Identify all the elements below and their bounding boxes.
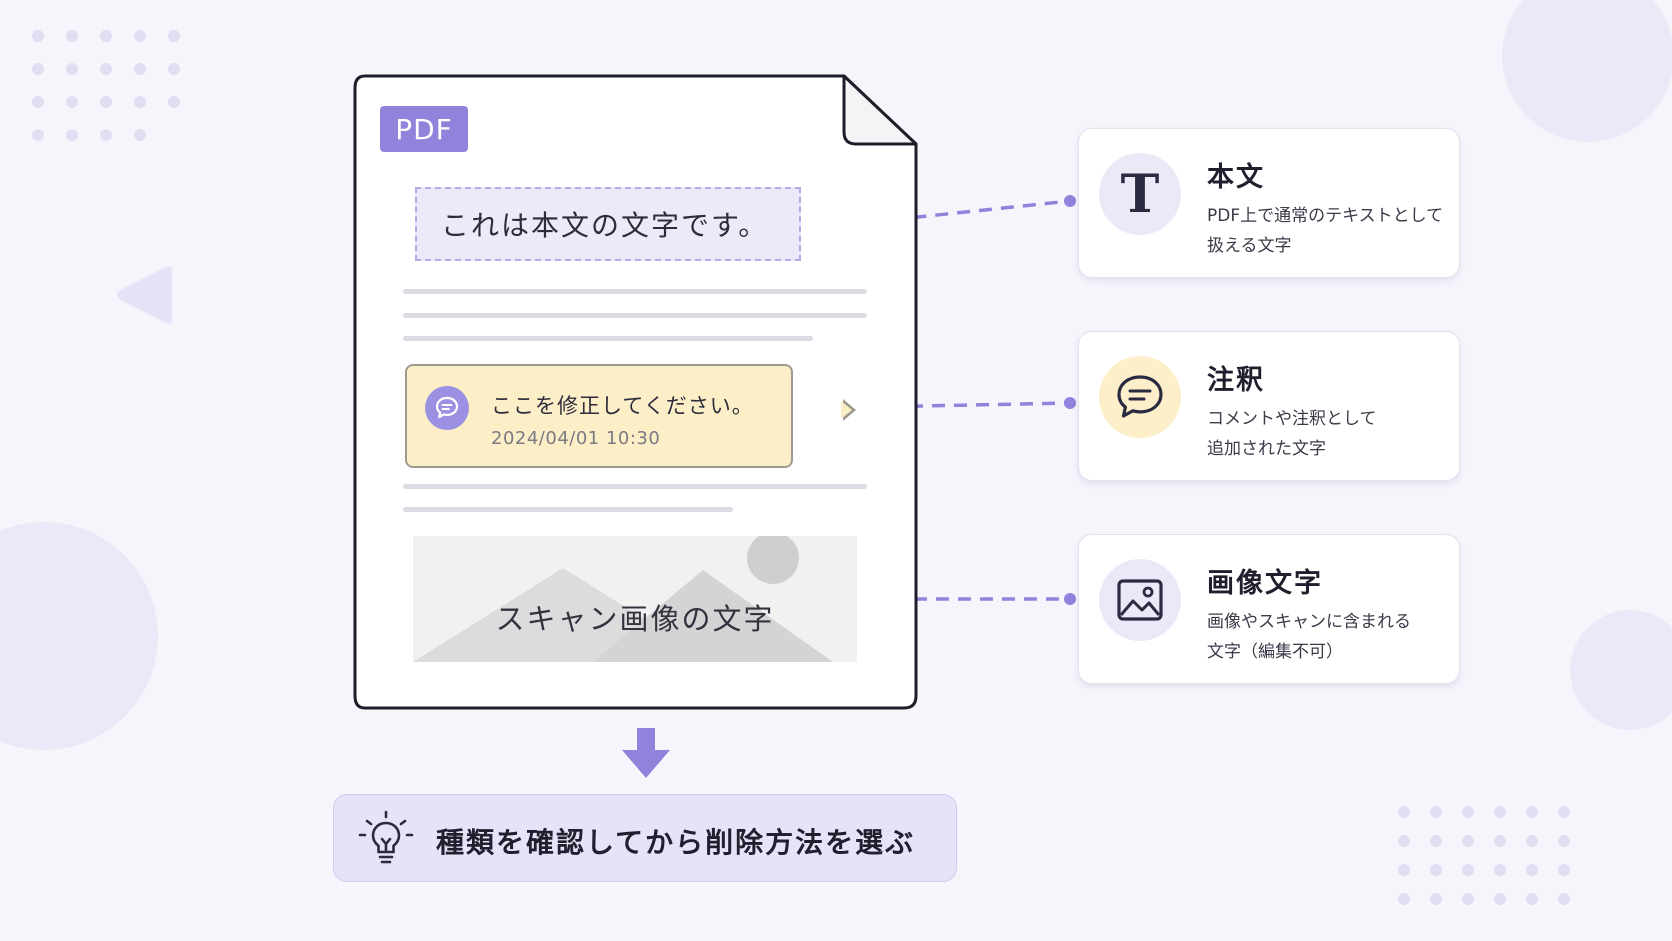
comment-timestamp: 2024/04/01 10:30 xyxy=(491,428,661,449)
arrow-down-icon xyxy=(622,728,670,778)
scanned-image: スキャン画像の文字 xyxy=(413,536,857,662)
card-title: 本文 xyxy=(1207,162,1265,193)
text-line-placeholder xyxy=(403,484,867,489)
decor-circle-left xyxy=(0,522,158,750)
text-T-glyph: T xyxy=(1120,163,1160,225)
text-line-placeholder xyxy=(403,289,867,294)
card-description-line: 追加された文字 xyxy=(1207,439,1326,459)
decor-circle-right xyxy=(1570,610,1672,730)
card-description-line: 扱える文字 xyxy=(1207,236,1292,256)
card-annotation: 注釈 コメントや注釈として 追加された文字 xyxy=(1078,331,1460,481)
comment-icon xyxy=(425,386,469,430)
card-title: 画像文字 xyxy=(1207,568,1323,599)
image-icon xyxy=(1099,559,1181,641)
speech-bubble-icon xyxy=(1099,356,1181,438)
pdf-badge: PDF xyxy=(380,106,468,152)
scan-image-text: スキャン画像の文字 xyxy=(495,602,775,636)
card-description: コメントや注釈として 追加された文字 xyxy=(1207,404,1447,464)
card-image-text: 画像文字 画像やスキャンに含まれる 文字（編集不可） xyxy=(1078,534,1460,684)
card-description-line: PDF上で通常のテキストとして xyxy=(1207,206,1444,226)
text-line-placeholder xyxy=(403,313,867,318)
decor-dot-grid-top-left xyxy=(32,30,180,141)
text-line-placeholder xyxy=(403,336,813,341)
card-description-line: 文字（編集不可） xyxy=(1207,642,1343,662)
mountain-image-icon xyxy=(413,536,833,662)
card-description: PDF上で通常のテキストとして 扱える文字 xyxy=(1207,201,1447,261)
card-description-line: コメントや注釈として xyxy=(1207,409,1377,429)
card-body-text: T 本文 PDF上で通常のテキストとして 扱える文字 xyxy=(1078,128,1460,278)
annotation-comment: ここを修正してください。 2024/04/01 10:30 xyxy=(405,364,856,468)
pdf-document: PDF これは本文の文字です。 ここを修正してください。 2024/04/01 … xyxy=(353,74,919,710)
card-description: 画像やスキャンに含まれる 文字（編集不可） xyxy=(1207,607,1447,667)
tip-text: 種類を確認してから削除方法を選ぶ xyxy=(436,826,916,859)
tip-banner: 種類を確認してから削除方法を選ぶ xyxy=(333,794,957,882)
comment-text: ここを修正してください。 xyxy=(491,394,754,418)
text-T-icon: T xyxy=(1099,153,1181,235)
decor-triangle xyxy=(117,266,173,324)
decor-dot-grid-bottom-right xyxy=(1398,806,1570,905)
decor-circle-top-right xyxy=(1502,0,1672,142)
comment-pointer xyxy=(841,399,856,421)
lightbulb-icon xyxy=(358,810,414,864)
body-text-label: これは本文の文字です。 xyxy=(441,209,769,242)
body-text-sample: これは本文の文字です。 xyxy=(415,187,801,261)
card-title: 注釈 xyxy=(1207,365,1265,396)
card-description-line: 画像やスキャンに含まれる xyxy=(1207,612,1411,632)
text-line-placeholder xyxy=(403,507,733,512)
